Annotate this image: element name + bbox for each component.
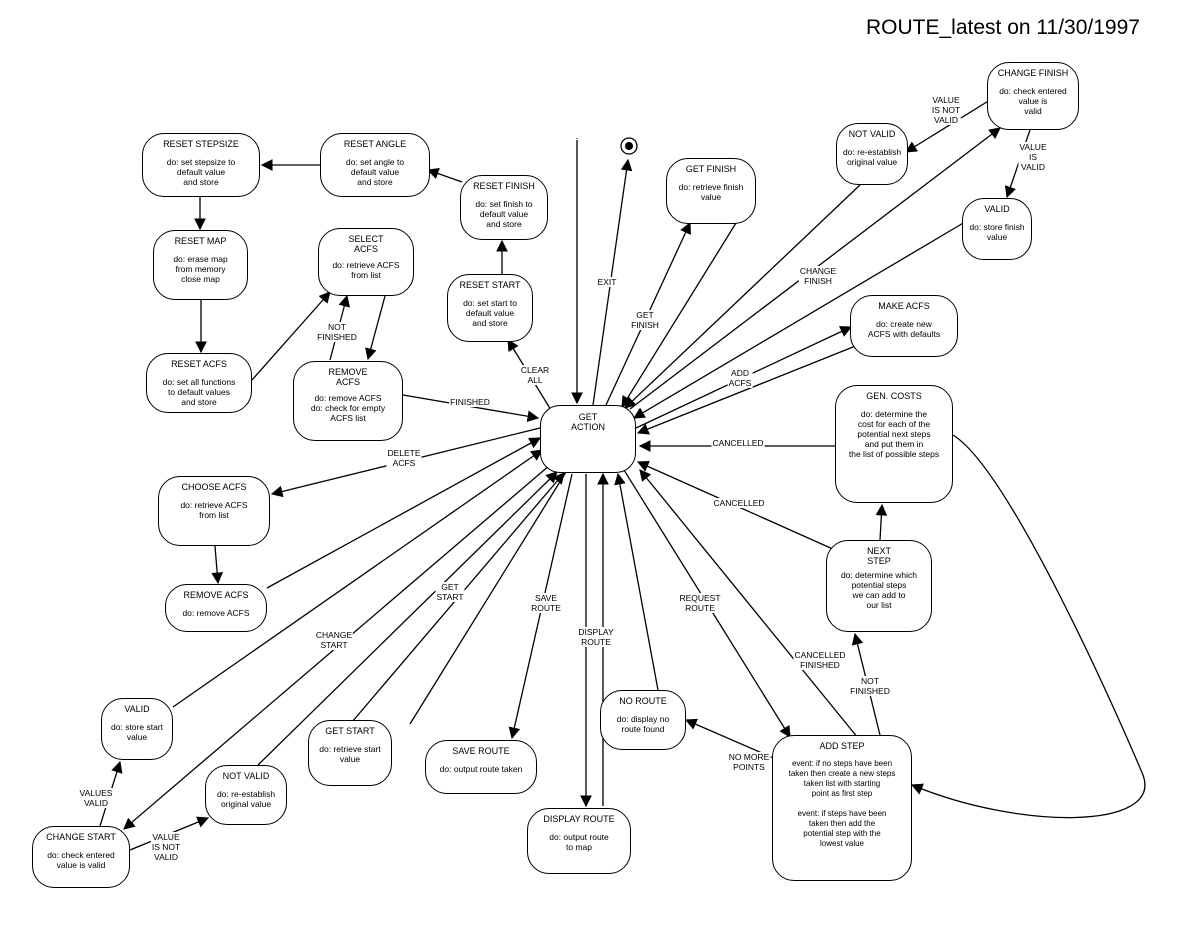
final-state-dot bbox=[625, 142, 633, 150]
transition-not-valid-bottom-to-action bbox=[257, 471, 558, 766]
label-exit: EXIT bbox=[596, 277, 618, 287]
label-value-is-not-valid-bottom: VALUE IS NOT VALID bbox=[150, 832, 182, 862]
transition-gen-costs-loop-to-add-step bbox=[910, 434, 1146, 819]
label-clear-all: CLEAR ALL bbox=[519, 365, 551, 385]
transition-valid-bottom-to-action bbox=[172, 449, 543, 708]
transition-remove-bottom-to-action bbox=[266, 437, 542, 589]
state-get-action: GET ACTION bbox=[540, 405, 636, 473]
transition-add-step-to-action bbox=[639, 469, 859, 739]
label-get-finish: GET FINISH bbox=[630, 310, 660, 330]
label-request-route: REQUEST ROUTE bbox=[678, 593, 722, 613]
diagram-title: ROUTE_latest on 11/30/1997 bbox=[866, 16, 1140, 39]
transition-change-finish-to-not-valid bbox=[905, 99, 991, 153]
label-display-route: DISPLAY ROUTE bbox=[577, 627, 615, 647]
label-not-finished-top: NOT FINISHED bbox=[316, 322, 358, 342]
label-change-start: CHANGE START bbox=[314, 630, 354, 650]
label-cancelled-finished: CANCELLED FINISHED bbox=[793, 650, 847, 670]
label-change-finish: CHANGE FINISH bbox=[798, 266, 838, 286]
transition-reset-acfs-to-select-acfs bbox=[251, 291, 331, 381]
transition-not-valid-top-to-action bbox=[624, 184, 861, 409]
label-get-start: GET START bbox=[435, 582, 465, 602]
transition-choose-acfs-to-remove-bottom bbox=[211, 545, 223, 585]
label-finished: FINISHED bbox=[449, 397, 491, 407]
transition-action-to-get-start-2 bbox=[409, 471, 567, 725]
label-add-acfs: ADD ACFS bbox=[727, 368, 753, 388]
transition-get-finish-to-action bbox=[621, 222, 737, 408]
label-values-valid: VALUES VALID bbox=[78, 788, 114, 808]
label-value-is-valid-top: VALUE IS VALID bbox=[1018, 142, 1048, 172]
label-cancelled-2: CANCELLED bbox=[712, 498, 766, 508]
label-no-more-points: NO MORE POINTS bbox=[727, 752, 771, 772]
transition-reset-finish-to-reset-angle bbox=[426, 167, 463, 183]
transition-no-route-to-action bbox=[614, 472, 659, 691]
label-delete-acfs: DELETE ACFS bbox=[386, 448, 422, 468]
label-not-finished-bottom: NOT FINISHED bbox=[849, 676, 891, 696]
label-value-is-not-valid-top: VALUE IS NOT VALID bbox=[930, 95, 962, 125]
label-cancelled-1: CANCELLED bbox=[711, 438, 765, 448]
transition-valid-top-to-action bbox=[632, 221, 966, 419]
transition-next-step-to-gen-costs bbox=[875, 503, 888, 541]
transition-select-acfs-to-remove-acfs bbox=[365, 295, 386, 361]
label-save-route: SAVE ROUTE bbox=[530, 593, 562, 613]
transition-make-acfs-to-action bbox=[636, 344, 859, 435]
